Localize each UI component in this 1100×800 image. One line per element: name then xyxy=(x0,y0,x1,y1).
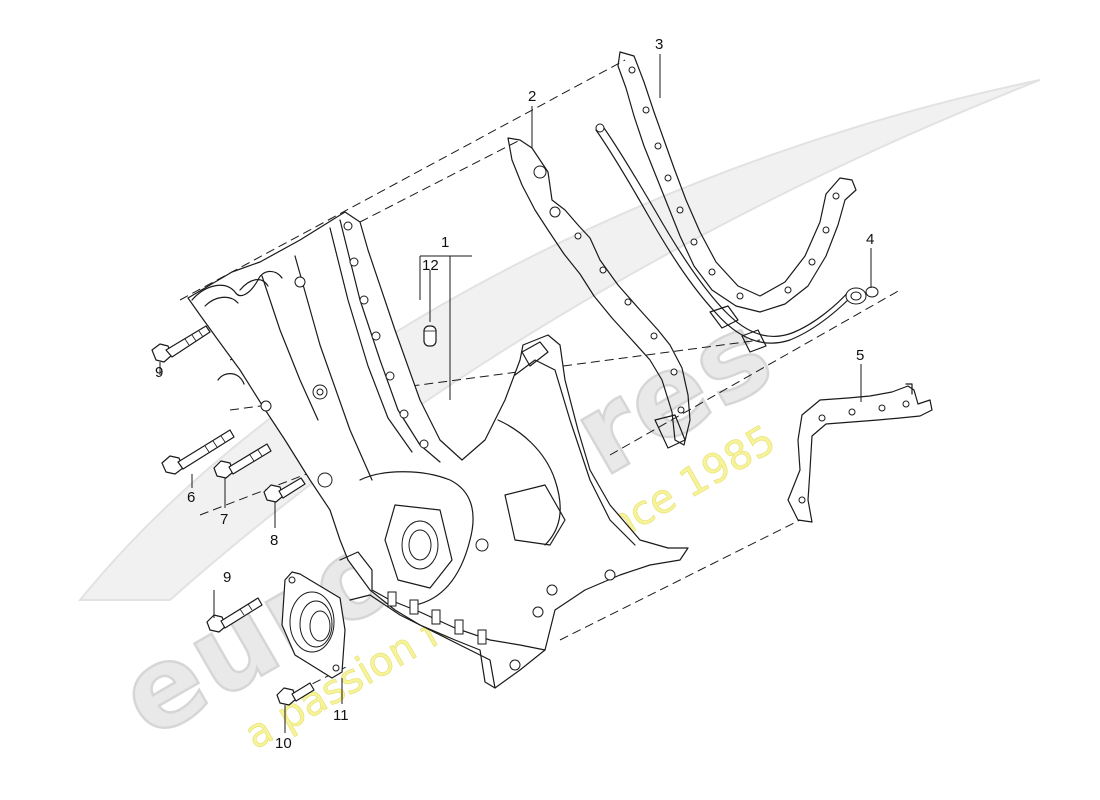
callout-1: 1 xyxy=(441,234,449,251)
callout-4: 4 xyxy=(866,231,874,248)
bolt-10 xyxy=(276,682,315,706)
callout-3: 3 xyxy=(655,36,663,53)
callout-labels: 1 2 3 4 5 6 7 8 9 9 10 11 12 xyxy=(155,36,874,752)
gasket-2 xyxy=(507,137,691,449)
callout-7: 7 xyxy=(220,511,228,528)
callout-2: 2 xyxy=(528,88,536,105)
alignment-line xyxy=(559,519,801,641)
alignment-line xyxy=(359,139,521,223)
o-ring xyxy=(845,286,879,305)
timing-cover-housing xyxy=(187,211,689,689)
callout-8: 8 xyxy=(270,532,278,549)
callout-9-upper: 9 xyxy=(155,364,163,381)
alignment-line xyxy=(179,59,626,301)
leader-lines xyxy=(159,54,872,733)
dowel-pin xyxy=(423,325,437,347)
callout-6: 6 xyxy=(187,489,195,506)
gasket-5 xyxy=(787,383,933,523)
gasket-3 xyxy=(617,51,857,313)
bolt-9-upper xyxy=(151,325,211,363)
bolt-7 xyxy=(213,443,272,479)
callout-11: 11 xyxy=(333,707,349,724)
callout-10: 10 xyxy=(275,735,292,752)
bolt-8 xyxy=(263,477,306,503)
seal-strip xyxy=(595,123,853,353)
bolt-6 xyxy=(161,429,235,475)
callout-9-lower: 9 xyxy=(223,569,231,586)
callout-12: 12 xyxy=(422,257,439,274)
bolt-9-lower xyxy=(206,597,263,633)
callout-5: 5 xyxy=(856,347,864,364)
crankshaft-seal xyxy=(281,571,346,679)
